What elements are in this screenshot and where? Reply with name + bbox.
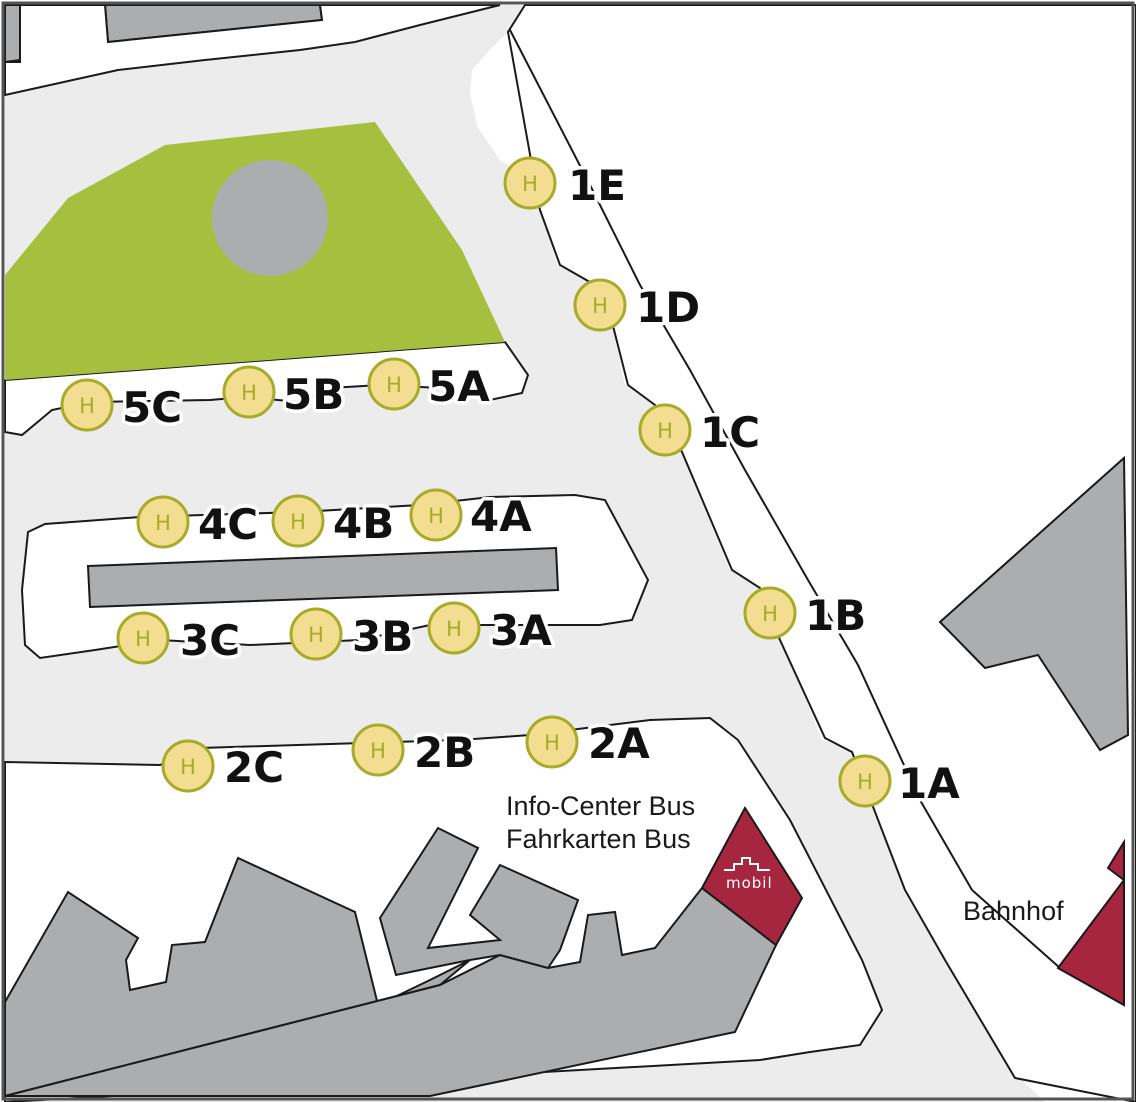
platform-roof: [86, 546, 560, 609]
bus-stop-h-icon: [116, 611, 170, 665]
bus-stop-h-icon: [743, 586, 797, 640]
bus-stop-h-icon: [289, 607, 343, 661]
bus-stop-3b[interactable]: H 3B: [289, 607, 417, 665]
bus-stop-1a[interactable]: H 1A: [838, 754, 964, 812]
bus-stop-h-letter: H: [592, 294, 608, 318]
building-top-left-1: [3, 4, 21, 64]
bus-stop-4b[interactable]: H 4B: [271, 494, 398, 552]
bus-stop-label: 2B: [414, 728, 475, 777]
bus-stop-5a[interactable]: H 5A: [367, 357, 494, 415]
bus-stop-h-letter: H: [657, 419, 673, 443]
bus-stop-h-icon: [573, 278, 627, 332]
bus-stop-5c[interactable]: H 5C: [60, 378, 186, 436]
bus-stop-h-letter: H: [428, 504, 444, 528]
bus-stop-h-icon: [638, 403, 692, 457]
white-top: [4, 3, 501, 97]
bus-stop-1d[interactable]: H 1D: [573, 278, 704, 336]
info-center-label: Info-Center Bus Fahrkarten Bus: [506, 791, 695, 854]
bus-stop-h-letter: H: [155, 511, 171, 535]
bus-stop-h-letter: H: [79, 394, 95, 418]
bus-stop-5b[interactable]: H 5B: [222, 365, 348, 423]
roundabout: [212, 160, 328, 276]
bus-stop-label: 3A: [490, 606, 552, 655]
bus-stop-label: 5C: [122, 383, 182, 432]
building-east: [938, 455, 1130, 752]
bus-stop-h-icon: [60, 378, 114, 432]
bus-stop-h-letter: H: [762, 602, 778, 626]
bus-stop-h-icon: [351, 723, 405, 777]
bus-stop-1c[interactable]: H 1C: [638, 403, 764, 461]
bus-stop-4c[interactable]: H 4C: [136, 495, 262, 553]
bus-stop-label: 2A: [588, 719, 650, 768]
bus-stop-h-letter: H: [544, 731, 560, 755]
sidewalk-east: [506, 4, 1136, 1102]
mobil-logo-text: mobil: [726, 874, 773, 892]
bus-stop-2a[interactable]: H 2A: [525, 715, 654, 772]
bus-stop-label: 1A: [898, 759, 960, 808]
mobil-logo-roofline: [724, 857, 770, 871]
bus-stop-label: 3B: [352, 612, 413, 661]
bus-stop-1e[interactable]: H 1E: [503, 156, 629, 214]
bus-stop-h-icon: [409, 488, 463, 542]
bus-stop-label: 5A: [428, 362, 490, 411]
bus-stop-3c[interactable]: H 3C: [116, 611, 244, 669]
bus-stop-h-letter: H: [446, 617, 462, 641]
bus-stop-label: 1B: [805, 591, 866, 640]
bus-stop-h-icon: [525, 715, 579, 769]
bus-stop-1b[interactable]: H 1B: [743, 586, 870, 644]
bahnhof-label: Bahnhof: [963, 896, 1064, 926]
road-line-east-1: [509, 29, 973, 891]
bus-stop-h-letter: H: [180, 755, 196, 779]
bus-stop-h-icon: [161, 739, 215, 793]
bus-stop-h-letter: H: [290, 510, 306, 534]
info-center-line-1: Info-Center Bus: [506, 791, 695, 821]
bahnhof-building-top: [1106, 838, 1125, 882]
mobil-building: [700, 806, 804, 947]
building-south-west: [4, 856, 471, 1098]
bus-stop-h-letter: H: [135, 627, 151, 651]
bus-stop-h-icon: [503, 156, 557, 210]
bus-stop-label: 1D: [636, 283, 700, 332]
bus-stop-h-letter: H: [522, 172, 538, 196]
bus-stop-h-icon: [838, 754, 892, 808]
road-line-east-2: [971, 889, 1061, 969]
bus-stop-label: 4C: [198, 500, 258, 549]
building-south-east: [378, 826, 580, 977]
bus-stop-h-letter: H: [370, 739, 386, 763]
bus-stop-h-icon: [222, 365, 276, 419]
bus-stop-label: 1C: [700, 408, 760, 457]
bus-stop-h-letter: H: [241, 381, 257, 405]
bus-stop-label: 3C: [180, 616, 240, 665]
bus-stop-label: 2C: [224, 743, 284, 792]
bus-stop-h-icon: [136, 495, 190, 549]
bus-stop-3a[interactable]: H 3A: [427, 601, 556, 659]
bus-stop-h-icon: [427, 601, 481, 655]
mobil-logo-icon: mobil: [724, 857, 773, 892]
bahnhof-building: [1056, 877, 1125, 1007]
bus-stop-label: 5B: [283, 370, 344, 419]
bus-stop-label: 4A: [470, 492, 532, 541]
bus-stop-h-letter: H: [386, 373, 402, 397]
bus-stop-label: 1E: [568, 161, 626, 210]
bus-stop-h-icon: [271, 494, 325, 548]
bus-stop-2b[interactable]: H 2B: [351, 723, 479, 781]
bus-stop-4a[interactable]: H 4A: [409, 488, 536, 545]
bus-stop-2c[interactable]: H 2C: [161, 739, 288, 796]
bus-stop-h-icon: [367, 357, 421, 411]
bus-stop-h-letter: H: [308, 623, 324, 647]
bus-stop-h-letter: H: [857, 770, 873, 794]
info-center-line-2: Fahrkarten Bus: [506, 824, 691, 854]
bus-stop-label: 4B: [333, 499, 394, 548]
